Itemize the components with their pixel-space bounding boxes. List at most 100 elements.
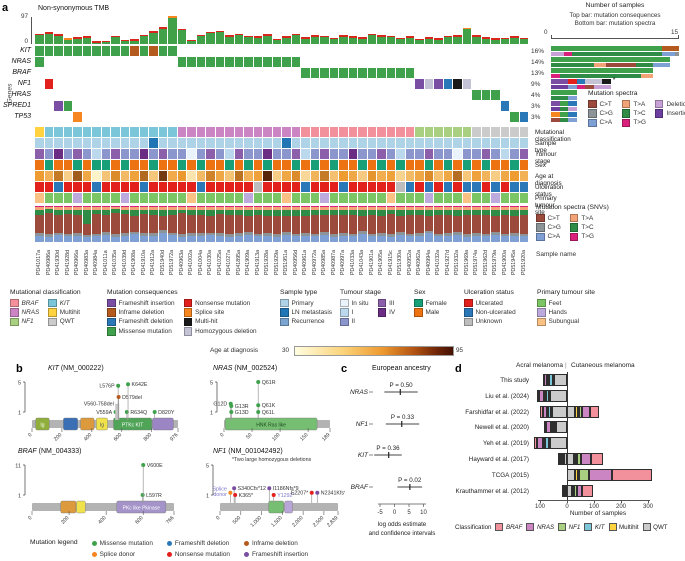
legend-title: Sex: [414, 289, 426, 296]
study-label: Newell et al. (2020): [474, 424, 529, 432]
annotation-cell: [35, 127, 44, 137]
annotation-cell: [443, 138, 452, 148]
gene-percent-label: 4%: [531, 91, 541, 99]
gene-percent-label: 9%: [531, 80, 541, 88]
gene-percent-label: 3%: [531, 102, 541, 110]
mutation-legend-dot: [243, 541, 249, 546]
annotation-cell: [63, 149, 72, 159]
tmb-bar: [177, 28, 186, 44]
annotation-cell: [462, 127, 471, 137]
spectra-segment: [491, 207, 500, 210]
samples-axis-tick-label: 300: [642, 504, 653, 510]
legend-swatch: [536, 223, 545, 232]
spectra-segment: [462, 209, 471, 215]
spectra-segment: [415, 207, 424, 210]
panel-a-label: a: [2, 2, 9, 14]
aa-tick-label: 976: [169, 432, 179, 442]
legend-swatch: [10, 317, 19, 327]
annotation-cell: [348, 149, 357, 159]
aa-tick-label: 600: [113, 432, 123, 442]
samples-axis-tick-label: 0: [565, 504, 569, 510]
gene-spectra-bar-segment: [593, 62, 607, 67]
annotation-cell: [35, 138, 44, 148]
oncoprint-cell: [310, 68, 319, 78]
ancestry-title: European ancestry: [372, 365, 431, 372]
tmb-bar-cap: [339, 35, 348, 37]
gene-spectra-bar-segment: [593, 84, 611, 89]
spectra-segment: [519, 234, 528, 237]
annotation-cell: [63, 182, 72, 192]
spectra-segment: [320, 207, 329, 210]
annotation-cell: [215, 182, 224, 192]
annotation-cell: [500, 193, 509, 203]
spectra-segment: [415, 233, 424, 236]
protein-domain: [60, 500, 77, 514]
tmb-bar: [196, 34, 205, 44]
legend-swatch: [654, 99, 664, 109]
spectra-segment: [320, 215, 329, 233]
spectra-segment: [386, 206, 395, 208]
svg-text:11: 11: [15, 464, 21, 470]
mutation-legend-dot: [166, 552, 172, 557]
oncoprint-cell: [73, 46, 82, 56]
annotation-cell: [472, 193, 481, 203]
spectra-segment: [510, 235, 519, 242]
annotation-cell: [206, 193, 215, 203]
mutation-legend-item: Frameshift insertion: [243, 549, 308, 560]
gene-spectra-bar-segment: [551, 62, 594, 67]
study-label: Liu et al. (2024): [485, 392, 529, 400]
sample-name: PD40985a: [321, 249, 327, 275]
annotation-cell: [272, 182, 281, 192]
nf1-asterisk: *: [612, 77, 616, 84]
cutaneous-bar-segment: [580, 453, 591, 465]
tmb-bar-cap: [301, 37, 310, 39]
spectra-segment: [206, 206, 215, 208]
sample-name: PD41910a: [140, 249, 147, 275]
spectra-segment: [500, 235, 509, 242]
tmb-bar-cap: [272, 38, 281, 41]
spectra-segment: [168, 206, 177, 208]
oncoprint-cell: [415, 79, 424, 89]
sample-name: PD51929a: [273, 249, 280, 275]
gene-consequence-bar-segment: [551, 101, 560, 106]
annotation-cell: [462, 138, 471, 148]
gene-spectra-bar-segment: [551, 95, 569, 100]
tmb-bar: [35, 33, 44, 44]
spectra-segment: [35, 207, 44, 210]
annotation-cell: [215, 171, 224, 181]
spectra-segment: [310, 234, 319, 237]
spectra-segment: [396, 234, 405, 242]
gene-spectra-bar-segment: [551, 117, 560, 122]
protein-domain: [76, 500, 86, 514]
annotation-cell: [101, 149, 110, 159]
spectra-segment: [291, 235, 300, 242]
aa-tick-label: 100: [271, 432, 281, 442]
spectra-segment: [291, 207, 300, 210]
svg-text:1: 1: [18, 411, 21, 417]
gene-consequence-bar-segment: [602, 79, 611, 84]
annotation-cell: [139, 127, 148, 137]
tmb-bar: [301, 37, 310, 44]
clinical-annotation-heatmap: [35, 127, 529, 204]
annotation-cell: [187, 193, 196, 203]
mutation-label: N2341Kfs*7: [321, 491, 345, 497]
spectra-segment: [329, 209, 338, 215]
legend-swatch: [588, 99, 597, 109]
legend-item: Female: [414, 298, 447, 308]
tmb-bar: [358, 37, 367, 44]
legend-item: Homozygous deletion: [183, 327, 257, 336]
annotation-cell: [54, 160, 63, 170]
spectra-segment: [196, 209, 205, 216]
annotation-cell: [310, 149, 319, 159]
tmb-bar-cap: [225, 35, 234, 37]
annotation-cell: [225, 127, 234, 137]
oncoprint-cell: [149, 46, 158, 56]
legend-item: Multi-hit: [183, 317, 257, 327]
spectra-segment: [234, 235, 243, 242]
legend-swatch: [621, 109, 631, 118]
spectra-segment: [120, 209, 129, 215]
spectra-segment: [320, 209, 329, 215]
annotation-cell: [424, 193, 433, 203]
legend-swatch: [48, 308, 57, 317]
